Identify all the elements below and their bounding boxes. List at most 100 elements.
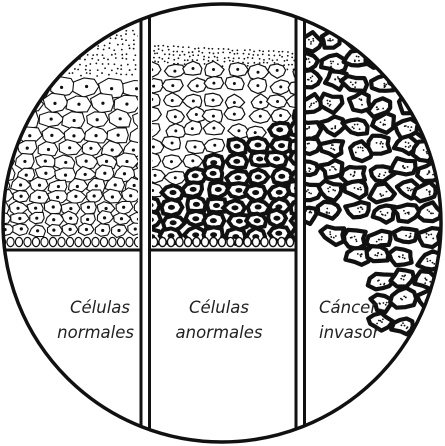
cancer-cell-stipple xyxy=(402,257,404,259)
cell-stipple xyxy=(121,49,123,51)
cancer-cell-stipple xyxy=(330,60,332,62)
cell-stipple xyxy=(1,40,3,42)
cell-stipple xyxy=(134,54,136,56)
cell-stipple xyxy=(0,54,1,56)
cell-nucleus xyxy=(171,99,174,102)
cancer-cell-stipple xyxy=(430,33,432,35)
cell-nucleus xyxy=(278,174,285,179)
cell-stipple xyxy=(229,60,231,62)
cancer-cell-stipple xyxy=(358,188,360,190)
cancer-cell-stipple xyxy=(434,62,436,64)
basal-cell xyxy=(41,237,48,246)
cancer-cell xyxy=(372,12,395,29)
cell-stipple xyxy=(158,45,160,47)
cancer-cell-stipple xyxy=(385,17,387,19)
cell-stipple xyxy=(101,72,103,74)
cancer-cell-stipple xyxy=(404,258,406,260)
cell-stipple xyxy=(84,59,86,61)
cell-stipple xyxy=(192,59,194,61)
cancer-cell-stipple xyxy=(332,15,334,17)
cancer-cell-stipple xyxy=(331,128,333,130)
cell-stipple xyxy=(268,58,270,60)
cell-nucleus xyxy=(85,160,88,163)
cell-nucleus xyxy=(111,195,114,198)
cell-stipple xyxy=(198,50,200,52)
cancer-cell-stipple xyxy=(360,206,362,208)
cancer-cell-stipple xyxy=(353,128,355,130)
cell-nucleus xyxy=(212,82,215,85)
cancer-cell-stipple xyxy=(401,299,403,301)
cell-stipple xyxy=(8,65,10,67)
cell-stipple xyxy=(21,38,23,40)
cell-nucleus xyxy=(26,147,29,150)
cell-stipple xyxy=(121,38,123,40)
cancer-cell-stipple xyxy=(379,173,381,175)
cancer-cell xyxy=(420,99,442,114)
basal-cell xyxy=(15,237,22,246)
cell-stipple xyxy=(69,30,71,32)
cancer-cell xyxy=(400,53,420,68)
cell-stipple xyxy=(48,75,50,77)
cell-nucleus xyxy=(132,148,135,151)
cancer-cell-stipple xyxy=(384,172,386,174)
cancer-cell-stipple xyxy=(433,105,435,107)
cell-stipple xyxy=(6,28,8,30)
cancer-cell-stipple xyxy=(307,189,309,191)
cancer-cell-stipple xyxy=(380,194,382,196)
cell-nucleus xyxy=(77,103,80,106)
cell-nucleus xyxy=(68,146,71,149)
cell-stipple xyxy=(0,74,2,76)
cell-stipple xyxy=(89,63,91,65)
cancer-cell-stipple xyxy=(327,188,329,190)
basal-cell xyxy=(159,237,166,246)
cancer-cell xyxy=(345,202,369,217)
cancer-cell-stipple xyxy=(408,34,410,36)
basal-cell xyxy=(201,237,208,246)
cell-stipple xyxy=(104,45,106,47)
cell-nucleus xyxy=(123,172,126,175)
cancer-cell xyxy=(347,3,373,21)
cancer-cell-stipple xyxy=(426,107,428,109)
cancer-cell-stipple xyxy=(310,212,312,214)
cancer-cell-stipple xyxy=(376,106,378,108)
cell-stipple xyxy=(29,44,31,46)
cell-nucleus xyxy=(213,144,216,147)
cancer-cell-stipple xyxy=(381,195,383,197)
cancer-cell-stipple xyxy=(354,124,356,126)
cell-nucleus xyxy=(168,205,175,210)
cancer-cell-stipple xyxy=(429,194,431,196)
cancer-cell-stipple xyxy=(431,20,433,22)
cell-nucleus xyxy=(235,188,242,193)
cell-stipple xyxy=(13,60,15,62)
cell-stipple xyxy=(85,65,87,67)
cell-stipple xyxy=(214,56,216,58)
cancer-cell-stipple xyxy=(429,301,431,303)
cancer-cell-stipple xyxy=(428,211,430,213)
cancer-cell-stipple xyxy=(433,81,435,83)
cell-stipple xyxy=(42,58,44,60)
cell-nucleus xyxy=(35,87,38,90)
cancer-cell-stipple xyxy=(412,104,414,106)
cancer-cell-stipple xyxy=(354,86,356,88)
cell-stipple xyxy=(35,75,37,77)
cancer-cell xyxy=(391,319,413,335)
cell-stipple xyxy=(208,48,210,50)
cell-nucleus xyxy=(44,172,47,175)
cancer-cell-stipple xyxy=(376,61,378,63)
cancer-cell-stipple xyxy=(328,212,330,214)
cell-stipple xyxy=(85,69,87,71)
cancer-cell-stipple xyxy=(326,212,328,214)
cell-nucleus xyxy=(16,207,19,210)
cell-stipple xyxy=(78,39,80,41)
cell-stipple xyxy=(42,40,44,42)
cell-stipple xyxy=(153,57,155,59)
cancer-cell-stipple xyxy=(355,152,357,154)
basal-cell xyxy=(252,237,259,246)
cancer-cell-stipple xyxy=(376,58,378,60)
cell-nucleus xyxy=(19,195,22,198)
cell-stipple xyxy=(177,46,179,48)
cancer-cell-stipple xyxy=(380,141,382,143)
cell-stipple xyxy=(122,43,124,45)
cancer-cell-stipple xyxy=(357,124,359,126)
